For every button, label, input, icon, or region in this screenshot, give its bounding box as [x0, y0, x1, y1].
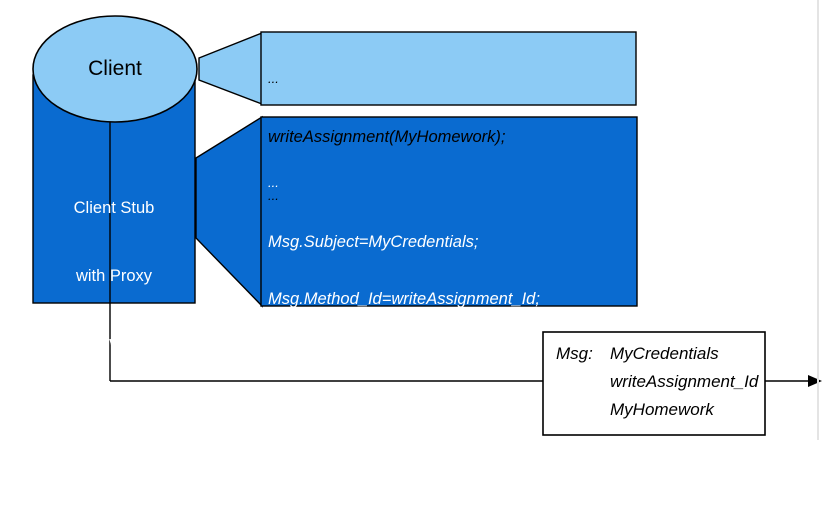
message-row: MyHomework: [556, 396, 758, 424]
stub-code-ellipsis-bottom: ...: [268, 464, 279, 479]
message-row: writeAssignment_Id: [556, 368, 758, 396]
diagram-shapes: [32, 0, 822, 440]
stub-code-ellipsis-top: ...: [268, 175, 279, 190]
message-box: [542, 331, 766, 436]
message-field-params: MyHomework: [610, 400, 714, 419]
arrow-right-icon: [808, 375, 822, 387]
message-field-method-id: writeAssignment_Id: [610, 372, 759, 391]
client-stub-label: Client Stub with Proxy (here without PEP…: [31, 152, 197, 467]
callout-stub-text: ... Msg.Subject=MyCredentials; Msg.Metho…: [268, 140, 634, 515]
callout-box-stub: [260, 116, 638, 307]
client-stub-label-line: with Proxy: [75, 266, 153, 285]
stub-code-line-send: send(Server, Msg);: [268, 404, 408, 422]
message-label: Msg:: [556, 344, 593, 363]
stub-code-line-params: Msg.Params= MyHomework;: [268, 347, 481, 365]
callout-box-application: [260, 31, 637, 106]
stub-code-line-subject: Msg.Subject=MyCredentials;: [268, 233, 479, 251]
stub-code-line-method-id: Msg.Method_Id=writeAssignment_Id;: [268, 290, 540, 308]
message-box-content: Msg: MyCredentials writeAssignment_Id MyH…: [556, 340, 758, 424]
client-ellipse: [32, 15, 198, 123]
client-stub-label-line: Client Stub: [73, 199, 155, 217]
client-label: Client: [88, 57, 142, 80]
diagram-canvas: Client Client Stub with Proxy (here with…: [32, 0, 822, 440]
message-row: Msg: MyCredentials: [556, 340, 758, 368]
callout-tail-application: [198, 31, 263, 106]
client-stub-label-line: PEP and PDP): [59, 401, 169, 420]
callout-tail-stub: [195, 115, 263, 308]
message-field-credentials: MyCredentials: [610, 344, 719, 363]
code-ellipsis-top: ...: [268, 71, 279, 86]
callout-application-text: ... writeAssignment(MyHomework); ...: [268, 36, 630, 239]
code-line-call: writeAssignment(MyHomework);: [268, 128, 506, 146]
client-stub-label-line: (here without: [66, 334, 162, 352]
code-ellipsis-bottom: ...: [268, 188, 279, 203]
